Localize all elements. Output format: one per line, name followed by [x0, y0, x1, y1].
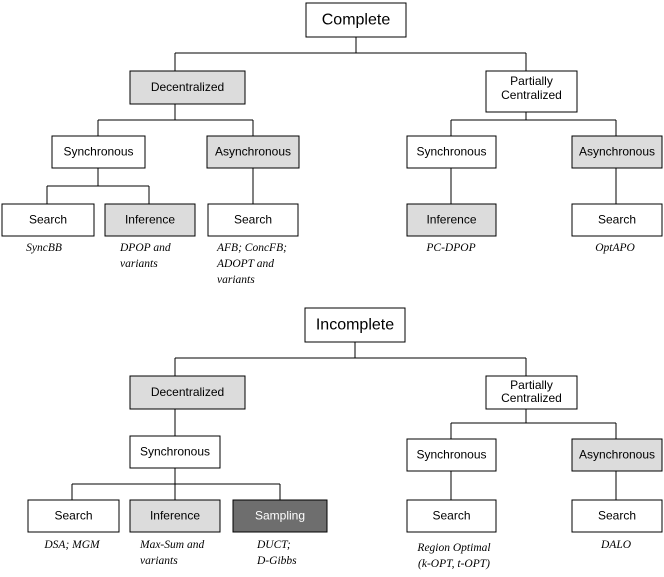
incomplete-decentralized-label: Decentralized — [151, 385, 224, 399]
example-duct-line2: D-Gibbs — [256, 555, 297, 567]
complete-pc-synchronous-label: Synchronous — [416, 145, 486, 159]
complete-pc-synchronous-node: Synchronous — [406, 135, 497, 169]
incomplete-inference-node: Inference — [129, 499, 221, 533]
incomplete-decentralized-node: Decentralized — [129, 375, 246, 410]
incomplete-inference-label: Inference — [150, 509, 200, 523]
incomplete-pc-sync-search-label: Search — [432, 509, 470, 523]
complete-pc-inference-node: Inference — [406, 203, 497, 237]
example-region-line1: Region Optimal — [416, 542, 490, 554]
incomplete-pc-async-search-node: Search — [571, 499, 663, 533]
complete-asynchronous-label: Asynchronous — [215, 145, 291, 159]
example-afb-line1: AFB; ConcFB; — [216, 242, 287, 254]
complete-pc-search-label: Search — [598, 213, 636, 227]
example-afb-line3: variants — [217, 274, 255, 286]
example-region-line2: (k-OPT, t-OPT) — [418, 558, 490, 570]
complete-edges — [46, 37, 617, 204]
complete-pc-inference-label: Inference — [426, 213, 476, 227]
complete-asynchronous-node: Asynchronous — [206, 135, 300, 169]
incomplete-root-node: Incomplete — [304, 307, 406, 343]
complete-root-node: Complete — [305, 2, 407, 38]
complete-async-search-label: Search — [234, 213, 272, 227]
example-afb-line2: ADOPT and — [216, 258, 274, 270]
incomplete-pc-synchronous-node: Synchronous — [406, 438, 497, 472]
incomplete-tree: Incomplete Decentralized Partially Centr… — [27, 307, 663, 570]
incomplete-search-label: Search — [54, 509, 92, 523]
complete-synchronous-node: Synchronous — [51, 135, 146, 169]
example-pcdpop: PC-DPOP — [425, 242, 475, 254]
incomplete-sampling-label: Sampling — [255, 509, 305, 523]
incomplete-synchronous-label: Synchronous — [140, 445, 210, 459]
complete-sync-search-label: Search — [29, 213, 67, 227]
complete-title: Complete — [322, 12, 391, 29]
example-dsa-mgm: DSA; MGM — [43, 539, 101, 551]
complete-decentralized-label: Decentralized — [151, 80, 224, 94]
complete-decentralized-node: Decentralized — [129, 70, 246, 105]
example-duct-line1: DUCT; — [256, 539, 291, 551]
complete-sync-inference-node: Inference — [104, 203, 196, 237]
incomplete-pc-asynchronous-node: Asynchronous — [571, 438, 663, 472]
complete-tree: Complete Decentralized Partially Central… — [1, 2, 663, 286]
complete-sync-inference-label: Inference — [125, 213, 175, 227]
incomplete-pc-synchronous-label: Synchronous — [416, 448, 486, 462]
complete-partially-centralized-node: Partially Centralized — [485, 70, 578, 113]
complete-synchronous-label: Synchronous — [63, 145, 133, 159]
complete-sync-search-node: Search — [1, 203, 95, 237]
incomplete-centralized-label: Centralized — [501, 391, 562, 405]
incomplete-pc-sync-search-node: Search — [406, 499, 497, 533]
complete-pc-asynchronous-node: Asynchronous — [571, 135, 663, 169]
complete-centralized-label: Centralized — [501, 88, 562, 102]
incomplete-partially-centralized-node: Partially Centralized — [485, 375, 578, 410]
complete-async-search-node: Search — [207, 203, 299, 237]
example-dalo: DALO — [600, 539, 632, 551]
incomplete-edges — [71, 342, 617, 500]
complete-partially-label: Partially — [510, 74, 553, 88]
incomplete-synchronous-node: Synchronous — [129, 435, 221, 469]
incomplete-search-node: Search — [27, 499, 120, 533]
complete-pc-search-node: Search — [571, 203, 663, 237]
example-optapo: OptAPO — [595, 242, 635, 254]
incomplete-sampling-node: Sampling — [232, 499, 328, 533]
incomplete-title: Incomplete — [316, 317, 394, 334]
example-maxsum-line1: Max-Sum and — [139, 539, 204, 551]
incomplete-partially-label: Partially — [510, 378, 553, 392]
example-dpop-line2: variants — [120, 258, 158, 270]
example-syncbb: SyncBB — [26, 242, 62, 254]
complete-pc-asynchronous-label: Asynchronous — [579, 145, 655, 159]
example-dpop-line1: DPOP and — [119, 242, 171, 254]
example-maxsum-line2: variants — [140, 555, 178, 567]
incomplete-pc-async-search-label: Search — [598, 509, 636, 523]
incomplete-pc-asynchronous-label: Asynchronous — [579, 448, 655, 462]
